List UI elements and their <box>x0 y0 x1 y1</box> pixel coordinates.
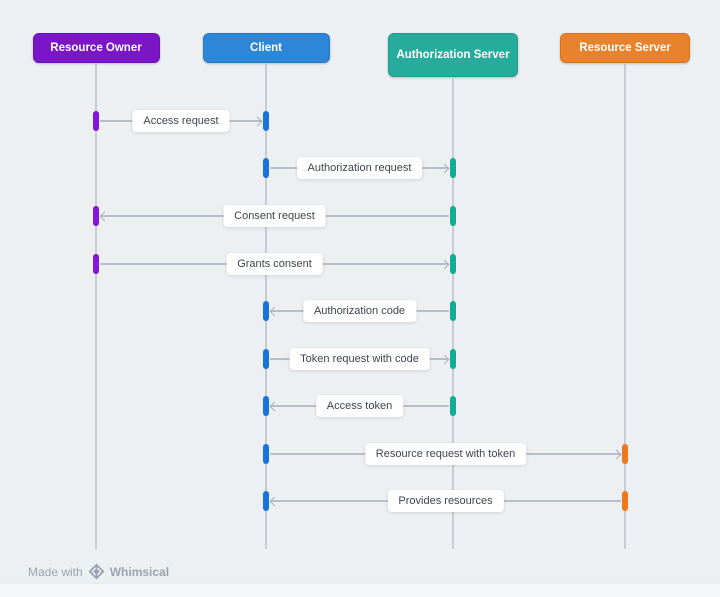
message-label: Authorization request <box>296 157 423 179</box>
activation-bar-resource-owner <box>93 206 99 226</box>
arrow-left-icon <box>269 401 280 411</box>
arrow-right-icon <box>439 259 450 269</box>
participant-label: Client <box>250 41 282 54</box>
activation-bar-client <box>263 444 269 464</box>
message-label: Access request <box>132 110 230 132</box>
lifeline-resource-server <box>624 64 626 549</box>
participant-header-resource-server: Resource Server <box>560 33 690 63</box>
activation-bar-authorization-server <box>450 158 456 178</box>
participant-header-resource-owner: Resource Owner <box>32 33 160 63</box>
arrow-right-icon <box>611 449 622 459</box>
message-label: Access token <box>315 395 404 417</box>
arrow-right-icon <box>439 354 450 364</box>
participant-header-client: Client <box>202 33 330 63</box>
participant-header-authorization-server: Authorization Server <box>388 33 518 77</box>
watermark-brand: Whimsical <box>109 564 170 579</box>
participant-label: Resource Server <box>579 41 671 54</box>
participant-label: Resource Owner <box>50 41 142 54</box>
activation-bar-client <box>263 158 269 178</box>
message-label: Consent request <box>223 205 326 227</box>
bottom-strip <box>0 583 720 597</box>
activation-bar-resource-owner <box>93 254 99 274</box>
message-label: Resource request with token <box>364 443 527 465</box>
participant-label: Authorization Server <box>396 48 510 61</box>
activation-bar-authorization-server <box>450 349 456 369</box>
made-with-whimsical-badge[interactable]: Made with Whimsical <box>28 563 169 580</box>
arrow-left-icon <box>269 306 280 316</box>
activation-bar-client <box>263 396 269 416</box>
lifeline-resource-owner <box>95 64 97 549</box>
message-label: Provides resources <box>387 490 504 512</box>
activation-bar-client <box>263 301 269 321</box>
arrow-right-icon <box>439 163 450 173</box>
arrow-left-icon <box>269 496 280 506</box>
activation-bar-client <box>263 111 269 131</box>
message-label: Token request with code <box>289 348 430 370</box>
activation-bar-client <box>263 491 269 511</box>
message-label: Grants consent <box>226 253 323 275</box>
activation-bar-resource-server <box>622 444 628 464</box>
arrow-right-icon <box>252 116 263 126</box>
activation-bar-resource-server <box>622 491 628 511</box>
activation-bar-resource-owner <box>93 111 99 131</box>
watermark-prefix: Made with <box>28 564 83 579</box>
activation-bar-authorization-server <box>450 396 456 416</box>
activation-bar-authorization-server <box>450 301 456 321</box>
message-label: Authorization code <box>302 300 417 322</box>
activation-bar-authorization-server <box>450 206 456 226</box>
activation-bar-authorization-server <box>450 254 456 274</box>
arrow-left-icon <box>99 211 110 221</box>
activation-bar-client <box>263 349 269 369</box>
whimsical-logo-icon <box>88 563 105 580</box>
